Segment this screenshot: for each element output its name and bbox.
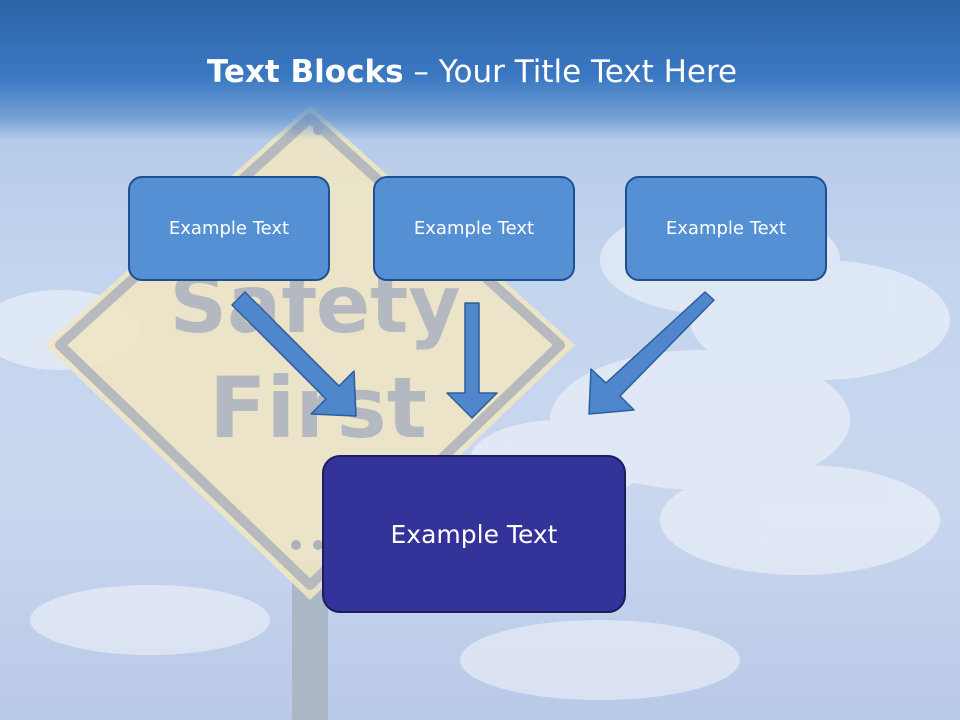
arrow-middle bbox=[446, 302, 498, 419]
text-block-3: Example Text bbox=[625, 176, 827, 281]
title-dash: – bbox=[403, 54, 439, 90]
main-text-block: Example Text bbox=[322, 455, 626, 613]
slide-title: Text Blocks – Your Title Text Here bbox=[0, 54, 944, 90]
title-bar bbox=[0, 0, 960, 140]
text-block-1: Example Text bbox=[128, 176, 330, 281]
title-rest: Your Title Text Here bbox=[438, 54, 738, 90]
arrow-left bbox=[231, 291, 357, 417]
title-bold: Text Blocks bbox=[206, 54, 404, 90]
clouds bbox=[0, 205, 950, 700]
text-block-2: Example Text bbox=[373, 176, 575, 281]
arrow-right bbox=[588, 291, 715, 415]
